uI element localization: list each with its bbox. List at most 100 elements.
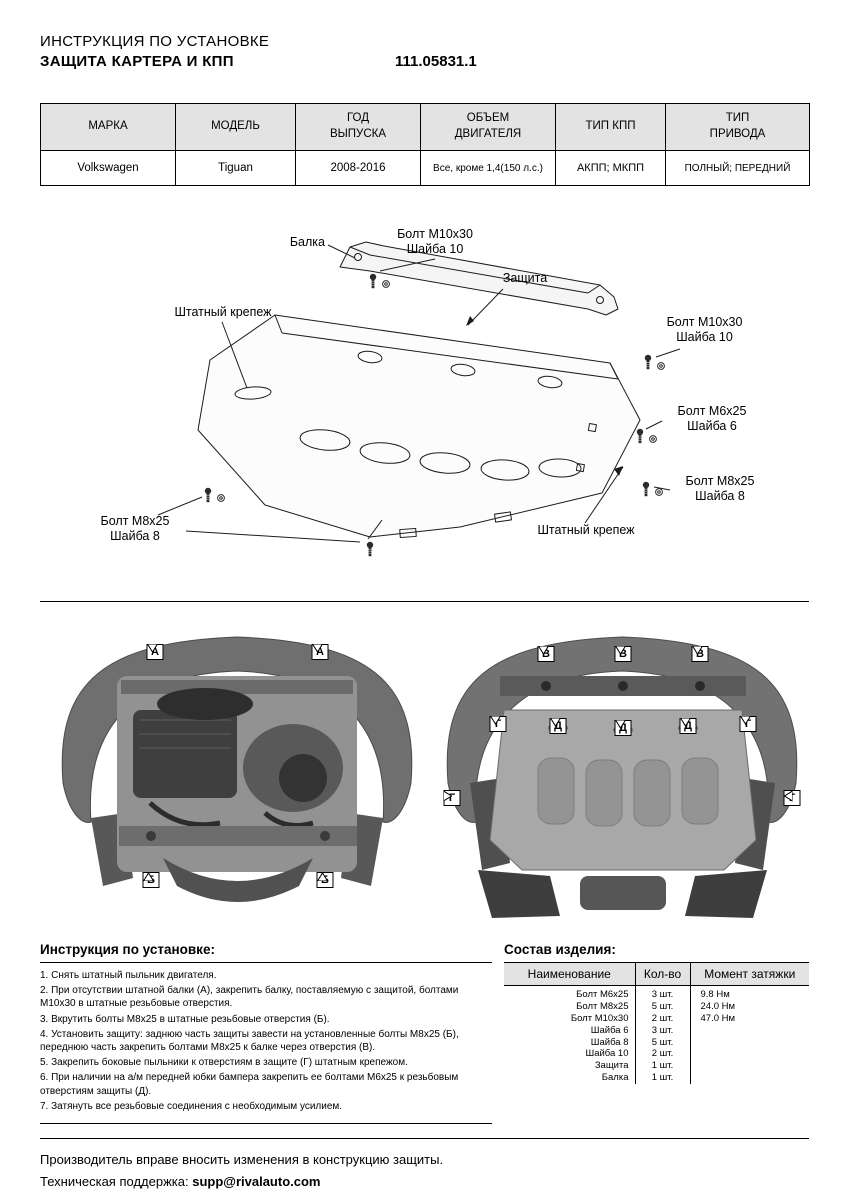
part-name: Болт М10х30 xyxy=(504,1012,636,1025)
marker-arrow-icon xyxy=(443,790,453,802)
part-qty: 5 шт. xyxy=(635,1036,691,1049)
photo-marker-Б: Б xyxy=(142,872,160,888)
spec-header-cell: ТИП КПП xyxy=(555,103,666,151)
instruction-step: 4. Установить защиту: заднюю часть защит… xyxy=(40,1028,459,1053)
marker-arrow-icon xyxy=(679,718,692,727)
diagram-label-bolt-m10x30-top: Болт М10х30 Шайба 10 xyxy=(397,227,473,256)
support-line: Техническая поддержка: supp@rivalauto.co… xyxy=(40,1174,809,1190)
spec-value-cell: АКПП; МКПП xyxy=(555,150,666,186)
product-title: ЗАЩИТА КАРТЕРА И КПП xyxy=(40,53,234,70)
part-number: 111.05831.1 xyxy=(395,53,477,70)
bottom-section: Инструкция по установке: 1. Снять штатны… xyxy=(40,942,809,1124)
support-label: Техническая поддержка: xyxy=(40,1173,189,1189)
part-torque xyxy=(690,1037,809,1049)
marker-arrow-icon xyxy=(614,720,627,729)
marker-arrow-icon xyxy=(537,646,550,655)
spec-header-cell: ОБЪЕМ ДВИГАТЕЛЯ xyxy=(420,103,556,151)
part-name: Шайба 8 xyxy=(504,1036,636,1049)
photo-marker-Б: Б xyxy=(316,872,334,888)
marker-arrow-icon xyxy=(739,716,752,725)
diagram-label-oem-fastener-left: Штатный крепеж xyxy=(174,305,272,319)
car-underbody-with-protection-photo xyxy=(440,618,805,928)
marker-arrow-icon xyxy=(489,716,502,725)
spec-value-cell: Все, кроме 1,4(150 л.с.) xyxy=(420,150,556,186)
marker-arrow-icon xyxy=(614,646,627,655)
photo-marker-Д: Д xyxy=(549,718,567,734)
photo-marker-В: В xyxy=(691,646,709,662)
section-divider xyxy=(40,601,809,602)
diagram-label-oem-fastener-bottom: Штатный крепеж xyxy=(537,523,635,537)
part-torque xyxy=(690,1025,809,1037)
diagram-label-beam: Балка xyxy=(289,235,325,249)
part-torque xyxy=(690,1072,809,1084)
photo-marker-Г: Г xyxy=(443,790,461,806)
exploded-diagram: Балка Болт М10х30 Шайба 10 Защита Штатны… xyxy=(40,205,809,595)
diagram-label-bolt-m8x25-right: Болт М8х25 Шайба 8 xyxy=(685,474,755,503)
spec-header-cell: ГОД ВЫПУСКА xyxy=(295,103,421,151)
part-torque: 24.0 Нм xyxy=(700,1000,736,1012)
spec-header-cell: МАРКА xyxy=(40,103,176,151)
marker-arrow-icon xyxy=(691,646,704,655)
part-torque xyxy=(690,1048,809,1060)
spec-value-cell: Volkswagen xyxy=(40,150,176,186)
photo-marker-Д: Д xyxy=(614,720,632,736)
marker-arrow-icon xyxy=(316,872,329,881)
instruction-step: 5. Закрепить боковые пыльники к отверсти… xyxy=(40,1057,408,1069)
diagram-label-bolt-m6x25: Болт М6х25 Шайба 6 xyxy=(677,404,747,433)
diagram-label-bolt-m8x25-left: Болт М8х25 Шайба 8 xyxy=(100,514,170,543)
part-name: Защита xyxy=(504,1060,636,1073)
part-qty: 2 шт. xyxy=(635,1012,691,1025)
photo-marker-В: В xyxy=(537,646,555,662)
part-torque: 9.8 Нм xyxy=(700,989,730,1000)
diagram-label-bolt-m10x30-right: Болт М10х30 Шайба 10 xyxy=(666,315,743,344)
part-name: Шайба 10 xyxy=(504,1048,636,1061)
photo-marker-Г: Г xyxy=(783,790,801,806)
photo-marker-Г: Г xyxy=(489,716,507,732)
part-name: Болт М8х25 xyxy=(504,1000,636,1013)
photo-marker-А: А xyxy=(311,644,329,660)
support-email: supp@rivalauto.com xyxy=(192,1173,321,1189)
marker-arrow-icon xyxy=(146,644,159,653)
photo-with-protection: ВВВГДДДГГГ xyxy=(440,618,805,928)
instruction-step: 3. Вкрутить болты М8х25 в штатные резьбо… xyxy=(40,1013,330,1025)
document-header: ИНСТРУКЦИЯ ПО УСТАНОВКЕ ЗАЩИТА КАРТЕРА И… xyxy=(40,33,809,93)
car-underbody-photo xyxy=(55,618,420,928)
spec-header-cell: ТИП ПРИВОДА xyxy=(665,103,810,151)
title-row: ЗАЩИТА КАРТЕРА И КПП 111.05831.1 xyxy=(40,53,809,73)
marker-arrow-icon xyxy=(783,790,793,802)
part-name: Шайба 6 xyxy=(504,1024,636,1037)
instruction-step: 2. При отсутствии штатной балки (А), зак… xyxy=(40,985,459,1010)
spec-header-cell: МОДЕЛЬ xyxy=(175,103,296,151)
instruction-steps-list: 1. Снять штатный пыльник двигателя.2. Пр… xyxy=(40,962,492,1124)
photo-marker-А: А xyxy=(146,644,164,660)
marker-arrow-icon xyxy=(549,718,562,727)
part-qty: 5 шт. xyxy=(635,1000,691,1013)
part-qty: 3 шт. xyxy=(635,1024,691,1037)
instruction-step: 7. Затянуть все резьбовые соединения с н… xyxy=(40,1100,343,1112)
document-type-title: ИНСТРУКЦИЯ ПО УСТАНОВКЕ xyxy=(40,33,270,50)
photo-marker-В: В xyxy=(614,646,632,662)
part-qty: 3 шт. xyxy=(635,985,691,1001)
diagram-label-protection: Защита xyxy=(502,271,548,285)
manufacturer-note: Производитель вправе вносить изменения в… xyxy=(40,1152,444,1167)
marker-arrow-icon xyxy=(142,872,155,881)
spec-value-cell: ПОЛНЫЙ; ПЕРЕДНИЙ xyxy=(665,150,810,186)
photo-without-protection: А А Б Б xyxy=(55,618,420,928)
spec-value-cell: 2008-2016 xyxy=(295,150,421,186)
instructions-title: Инструкция по установке: xyxy=(40,942,215,957)
